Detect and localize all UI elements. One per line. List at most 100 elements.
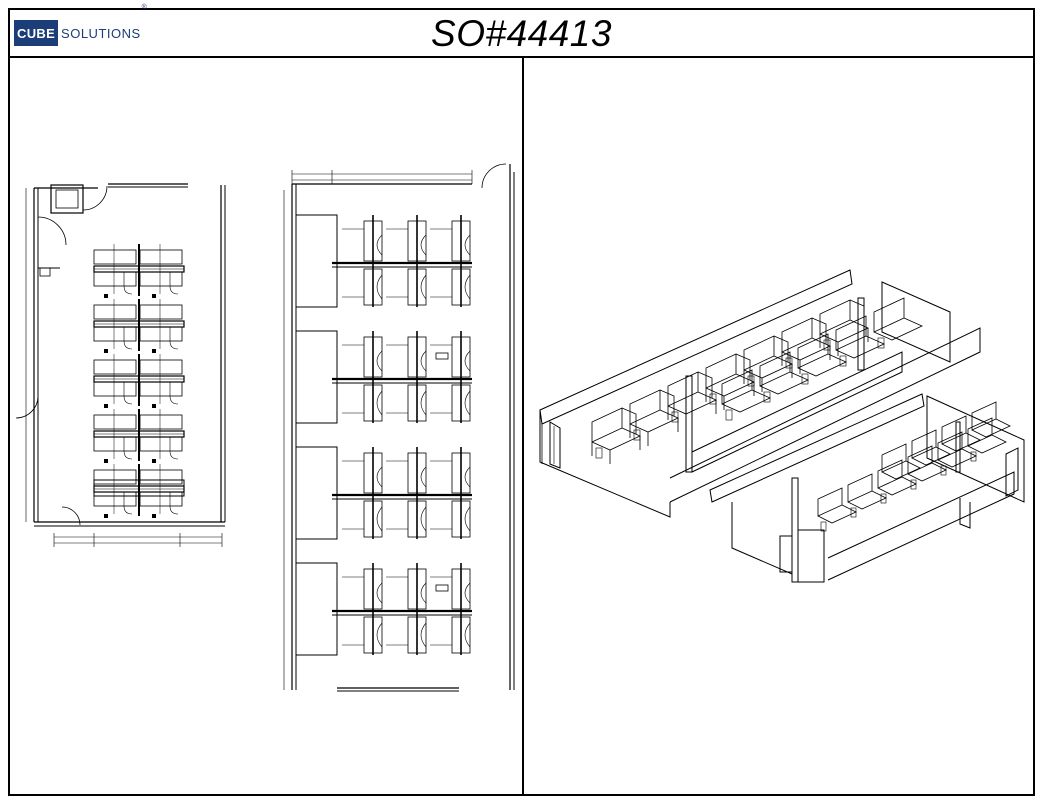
iso-desk-top [817, 504, 857, 524]
plan-b-bay [296, 214, 338, 308]
desk-curve [376, 274, 383, 300]
plan-a-door-swing [37, 216, 67, 246]
desk-curve [420, 506, 427, 532]
iso-panel [881, 443, 907, 473]
plan-b-bay [296, 446, 338, 540]
desk-surface [139, 414, 183, 430]
isometric-panel [524, 58, 1033, 796]
iso-desk-top [907, 462, 947, 482]
iso-desk-top [873, 317, 923, 341]
chair-mark [152, 349, 156, 353]
iso-column [685, 375, 693, 473]
iso-column [791, 477, 799, 583]
iso-desk-top [629, 409, 679, 433]
desk-curve [376, 622, 383, 648]
plan-a-room-box-inner [55, 189, 79, 209]
iso-desk-top [877, 476, 917, 496]
iso-panel [967, 417, 993, 447]
desk-surface [139, 491, 183, 507]
chair-mark [104, 349, 108, 353]
plan-b-cluster [296, 562, 472, 656]
desk-curve [376, 466, 383, 488]
iso-side-panel [811, 317, 827, 344]
desk-curve [376, 506, 383, 532]
plan-a-workstation-row [93, 299, 185, 353]
iso-workstation-pair [937, 431, 977, 476]
iso-workstation-pair [797, 333, 847, 385]
floor-plan-a [15, 183, 226, 547]
iso-workstation-pair [835, 315, 885, 367]
iso-desk-top [819, 319, 869, 343]
iso-desk-legs [781, 346, 831, 374]
desk-return [169, 272, 179, 295]
iso-desk-legs [743, 364, 793, 392]
desk-surface [93, 491, 137, 507]
iso-desk-top [781, 337, 831, 361]
iso-panel [743, 335, 775, 371]
chair-mark [152, 404, 156, 408]
iso-right-wall [881, 281, 951, 363]
desk-surface [93, 271, 137, 287]
iso-pedestal [880, 493, 887, 504]
desk-curve [376, 234, 383, 256]
iso-desk-legs [705, 382, 755, 410]
drawing-sheet: CUBE SOLUTIONS ® SO#44413 [8, 4, 1035, 796]
iso-desk-top [705, 373, 755, 397]
iso-pedestal [820, 521, 827, 532]
iso-workstation-pair [881, 443, 921, 480]
desk-surface [93, 249, 137, 265]
iso-lower-back-wall [709, 393, 925, 503]
iso-pedestal [671, 411, 679, 423]
desk-curve [464, 506, 471, 532]
desk-curve [376, 350, 383, 372]
desk-surface [139, 359, 183, 375]
plan-a-workstation-row [93, 244, 185, 298]
iso-lower-left-wall [731, 502, 793, 575]
iso-workstation-pair [721, 369, 771, 421]
iso-desk-top [941, 432, 981, 452]
plan-b-bay [296, 562, 338, 656]
iso-desk-top [881, 460, 921, 480]
iso-pedestal [910, 479, 917, 490]
desk-return [169, 492, 179, 515]
order-number-title: SO#44413 [431, 13, 612, 54]
isometric-model [539, 269, 1025, 583]
desk-return [169, 327, 179, 350]
iso-column [955, 421, 961, 473]
desk-curve [420, 622, 427, 648]
iso-panel [835, 315, 867, 351]
plan-a-last-row [93, 479, 185, 497]
iso-lower-right-wall [926, 395, 1025, 503]
chair-mark [152, 459, 156, 463]
iso-pedestal [747, 375, 755, 387]
desk-return [169, 382, 179, 405]
desk-curve [464, 234, 471, 256]
iso-panel [847, 473, 873, 503]
filing-unit [435, 584, 449, 592]
iso-pedestal [709, 393, 717, 405]
plan-b-cluster [296, 214, 472, 308]
iso-panel [873, 297, 905, 333]
desk-surface [139, 436, 183, 452]
iso-workstation-pair [971, 401, 1011, 438]
iso-side-panel [849, 299, 865, 326]
iso-workstation-pair [591, 407, 641, 464]
desk-surface [93, 381, 137, 397]
iso-desk-legs [819, 328, 869, 356]
desk-return [123, 492, 133, 515]
company-logo: CUBE SOLUTIONS ® [14, 4, 147, 46]
iso-workstation-pair [847, 473, 887, 518]
iso-panel [721, 369, 753, 405]
iso-desk-top [937, 448, 977, 468]
iso-desk-top [721, 389, 771, 413]
plan-b-bay [296, 330, 338, 424]
plan-a-workstation-row [93, 354, 185, 408]
iso-lower-front-wall [827, 471, 1015, 581]
iso-side-panel [735, 353, 751, 380]
desk-curve [464, 390, 471, 416]
iso-desk-top [967, 434, 1007, 454]
iso-pedestal [801, 373, 809, 385]
desk-curve [376, 582, 383, 604]
iso-door [779, 535, 793, 573]
iso-panel [667, 371, 699, 407]
